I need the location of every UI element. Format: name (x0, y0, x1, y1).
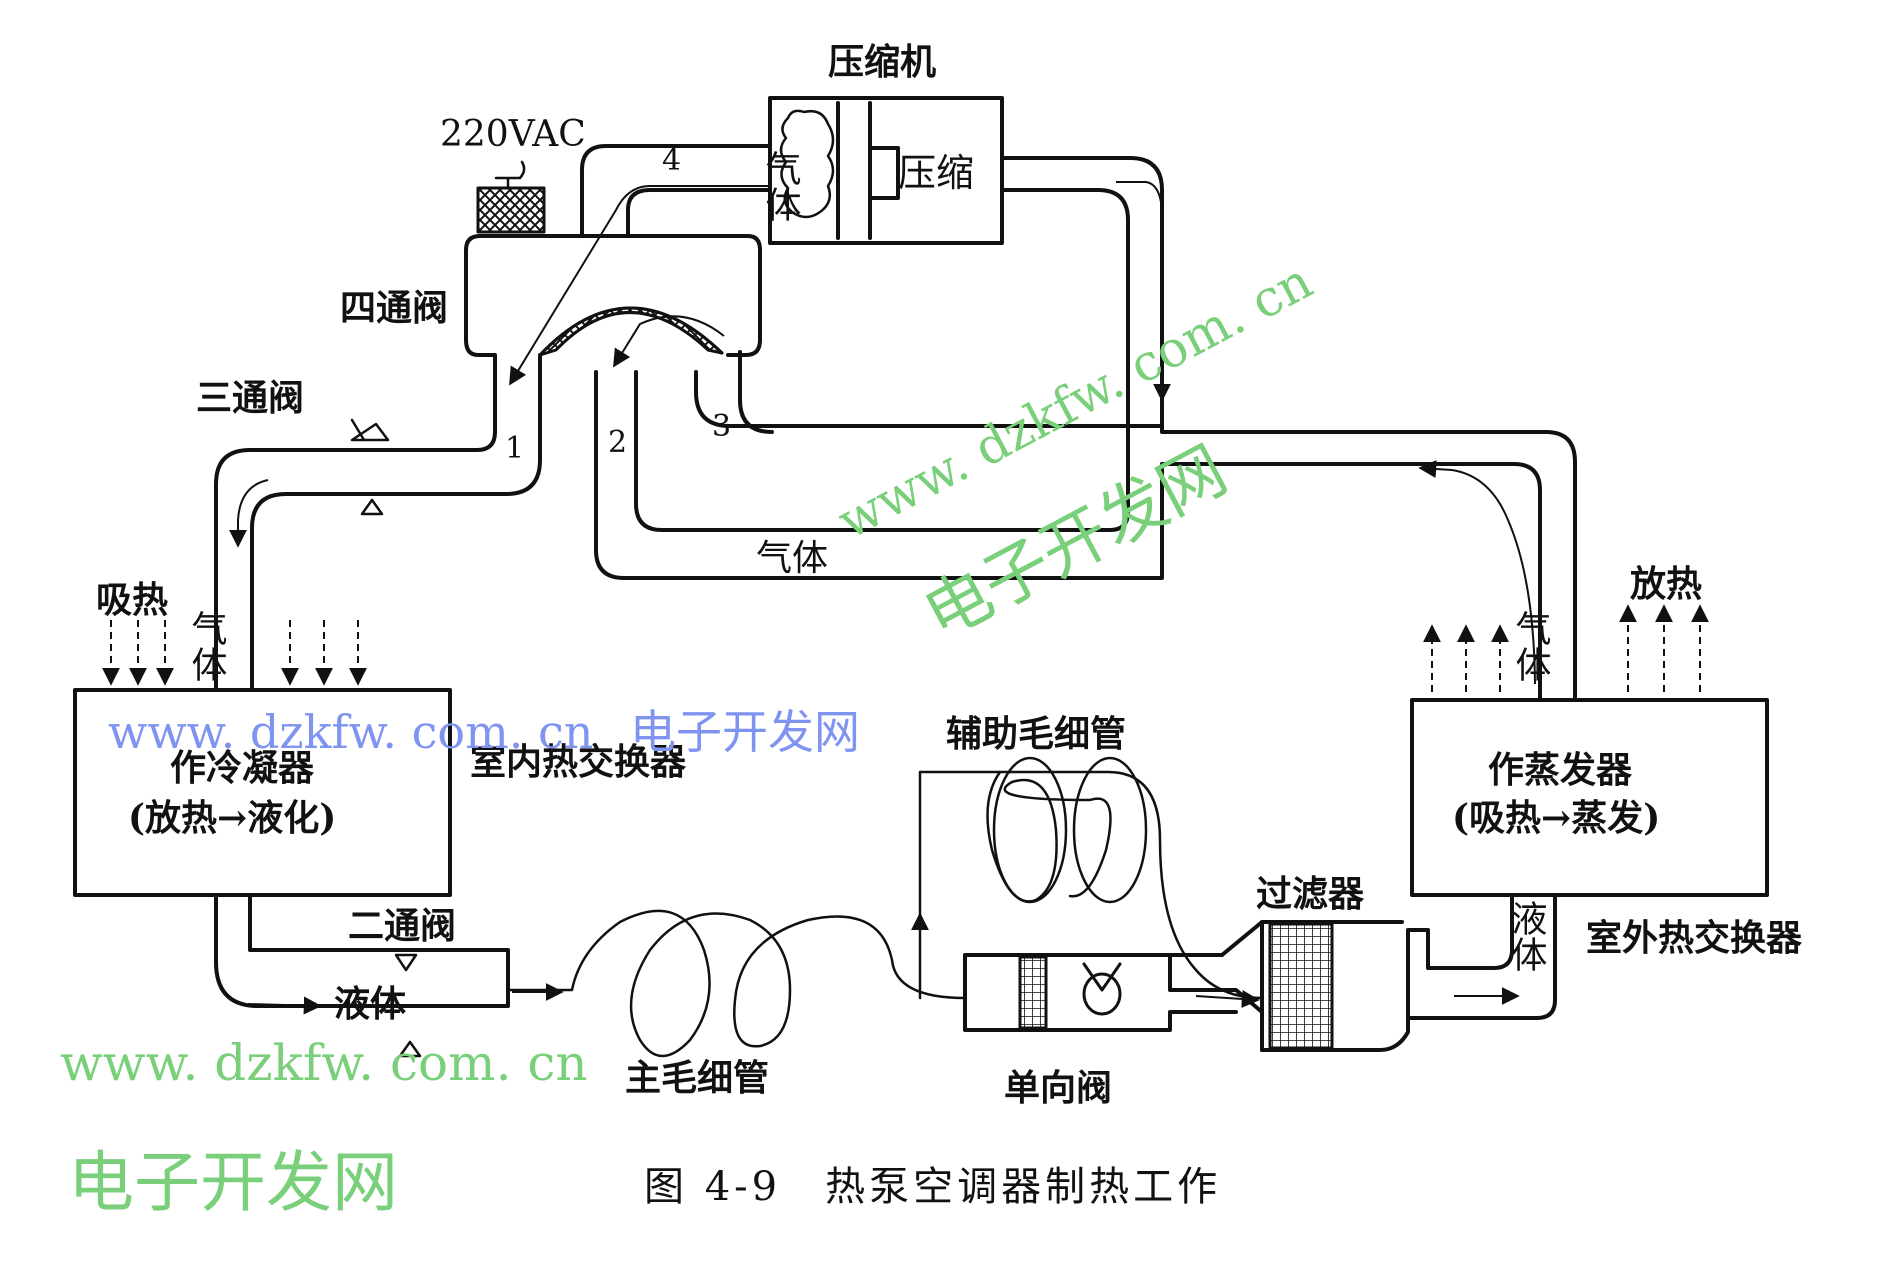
three-way-valve-label: 三通阀 (196, 377, 304, 419)
aux-capillary-label: 辅助毛细管 (946, 713, 1126, 755)
evaporator-label: 作蒸发器 (1488, 749, 1633, 791)
release-heat-label: 放热 (1630, 563, 1702, 605)
compressor (768, 96, 1004, 245)
watermark-cn-mid: 电子开发网 (630, 705, 860, 759)
liquid-left-label: 液体 (334, 983, 406, 1025)
watermark-url-mid: www. dzkfw. com. cn (108, 705, 593, 759)
main-capillary-label: 主毛细管 (625, 1057, 769, 1099)
filter-label: 过滤器 (1256, 873, 1365, 915)
port-1-label: 1 (505, 431, 524, 466)
four-way-valve-label: 四通阀 (340, 287, 448, 329)
two-way-valve-label: 二通阀 (348, 905, 456, 947)
absorb-heat-label: 吸热 (96, 579, 168, 621)
solenoid-coil (476, 186, 546, 234)
evaporator-process-label: (吸热→蒸发) (1452, 797, 1660, 839)
indoor-exchanger-label: 室内热交换器 (470, 741, 687, 783)
check-valve-ball (1082, 972, 1122, 1016)
four-way-valve (464, 160, 762, 377)
refrigerant-piping (73, 144, 1769, 1058)
flow-arrows (229, 181, 1536, 1015)
outdoor-exchanger-label: 室外热交换器 (1586, 917, 1803, 959)
compressor-gas-cloud (779, 109, 835, 219)
compressor-label: 压缩机 (828, 41, 936, 83)
compressor-rod (868, 146, 900, 200)
voltage-label: 220VAC (440, 114, 586, 155)
indoor-heat-exchanger (73, 688, 452, 897)
compress-label: 压缩 (898, 151, 974, 195)
three-way-valve-symbol (350, 418, 390, 442)
main-capillary-coil (506, 909, 967, 1058)
solenoid-lead (494, 160, 526, 190)
outdoor-heat-exchanger (1410, 698, 1769, 897)
four-way-valve-slider (538, 306, 724, 357)
filter-screen (1268, 922, 1334, 1050)
gas-right-label: 气体 (1510, 610, 1551, 682)
port-3-label: 3 (712, 409, 731, 444)
watermark-cn-bottom: 电子开发网 (68, 1144, 398, 1221)
two-way-valve-symbol (394, 953, 418, 972)
gas-bottom-label: 气体 (756, 538, 828, 579)
liquid-right-label: 液体 (1506, 900, 1547, 972)
watermark-url-bottom: www. dzkfw. com. cn (60, 1034, 588, 1092)
port-4-label: 4 (662, 143, 681, 178)
check-valve-screen (1018, 955, 1048, 1030)
condenser-label: 作冷凝器 (170, 747, 315, 789)
gas-left-label: 气体 (186, 610, 227, 682)
figure-caption: 图 4-9 热泵空调器制热工作 (644, 1164, 1221, 1210)
check-valve-label: 单向阀 (1004, 1067, 1112, 1109)
compressor-body (768, 96, 1004, 245)
heat-arrows (102, 604, 1709, 692)
aux-capillary-coil (986, 770, 1112, 903)
condenser-process-label: (放热→液化) (128, 797, 336, 839)
port-2-label: 2 (608, 425, 627, 460)
gas-in-compressor-label: 气体 (760, 150, 801, 222)
